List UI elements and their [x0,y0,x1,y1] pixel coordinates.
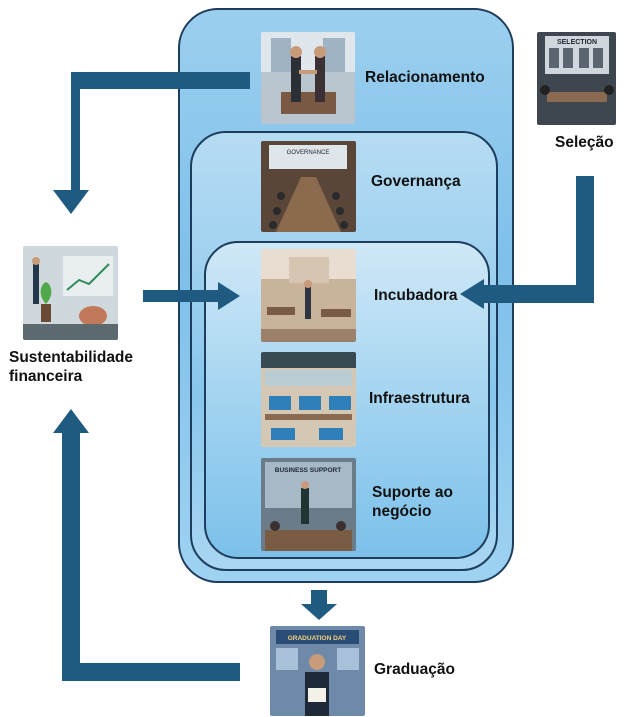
governance-banner: GOVERNANCE [287,150,330,156]
arrow-graduacao-head [53,409,89,433]
incubadora-image [261,249,356,342]
selecao-label: Seleção [555,134,614,151]
infraestrutura-label: Infraestrutura [369,390,470,407]
relacionamento-image [261,32,355,124]
arrow-selecao-to-incubadora [484,176,594,303]
arrow-sustentabilidade-to-incubadora [143,282,240,310]
business-support-banner: BUSINESS SUPPORT [275,467,341,474]
governanca-image: GOVERNANCE [261,141,356,232]
suporte-image: BUSINESS SUPPORT [261,458,356,551]
suporte-label: Suporte ao negócio [372,484,453,520]
infraestrutura-image [261,352,356,447]
arrow-relacionamento-to-sustentabilidade [62,72,250,190]
sustentabilidade-label: Sustentabilidade financeira [9,349,134,385]
graduacao-image: GRADUATION DAY [270,626,365,716]
arrow-to-graduacao [301,590,337,620]
sustentabilidade-image [23,246,118,340]
relacionamento-label: Relacionamento [365,69,485,86]
graduacao-label: Graduação [374,661,455,678]
graduation-day-banner: GRADUATION DAY [288,635,347,642]
incubadora-label: Incubadora [374,287,458,304]
arrow-relacionamento-head [53,190,89,214]
arrow-selecao-head [460,279,484,309]
selecao-image: SELECTION [537,32,616,125]
arrow-graduacao-to-sustentabilidade [62,433,240,681]
selection-banner: SELECTION [557,39,597,46]
governanca-label: Governança [371,173,461,190]
